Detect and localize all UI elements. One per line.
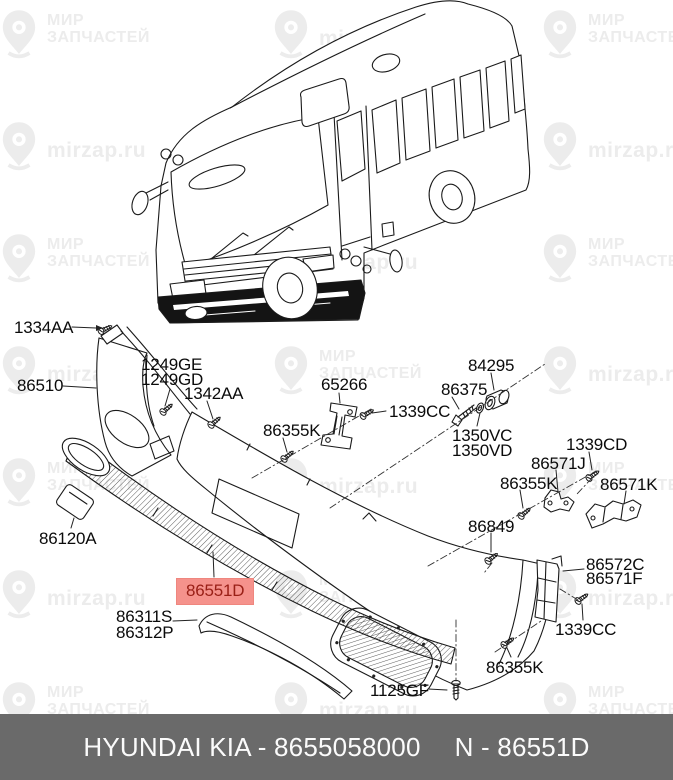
mirror-arm-left [145, 181, 169, 201]
side-window-3 [431, 78, 459, 149]
front-vent [188, 164, 246, 190]
rear-wheel [428, 170, 476, 224]
part-label-1339cc: 1339CC [389, 402, 451, 421]
footer-brand-part: HYUNDAI KIA - 8655058000 [83, 731, 421, 762]
part-label-1249gd: 1249GD [141, 370, 204, 389]
mirror-right [389, 249, 403, 273]
side-window-2 [401, 88, 431, 161]
side-window-4 [459, 69, 485, 139]
part-label-1339cc: 1339CC [555, 620, 617, 639]
bumper-exploded-view [56, 322, 642, 701]
part-label-1249ge: 1249GE [141, 355, 203, 374]
wipers [205, 226, 294, 264]
bumper-shell-86510 [96, 324, 198, 477]
side-window-1 [371, 99, 401, 174]
license-recess [211, 478, 300, 549]
door-window [336, 110, 366, 182]
bracket-65266 [320, 402, 358, 450]
part-label-84295: 84295 [468, 356, 515, 375]
part-label-86571j: 86571J [531, 454, 586, 473]
part-label-86355k: 86355K [263, 421, 321, 440]
mirror-left [131, 190, 149, 216]
part-label-86571f: 86571F [586, 569, 643, 588]
side-hatch [381, 221, 395, 238]
part-label-86571k: 86571K [600, 475, 658, 494]
roof-ridge [229, 13, 426, 109]
top-rail [120, 326, 198, 415]
part-label-1350vd: 1350VD [452, 441, 513, 460]
bolt-86375 [451, 404, 477, 427]
side-window-6 [510, 54, 526, 114]
part-label-86375: 86375 [441, 380, 488, 399]
roof-vent [371, 53, 401, 73]
door-step [341, 236, 371, 247]
marker-lamp [339, 248, 351, 260]
part-label-86849: 86849 [468, 517, 515, 536]
part-label-1342aa: 1342AA [184, 384, 244, 403]
marker-lamp [172, 154, 184, 166]
marker-lamp [350, 255, 362, 267]
front-wheel [262, 256, 318, 320]
part-label-86312p: 86312P [116, 623, 174, 642]
part-label-65266: 65266 [321, 375, 368, 394]
bumper-face-valance [176, 411, 555, 691]
part-label-86355k: 86355K [486, 658, 544, 677]
side-window-5 [485, 60, 510, 129]
footer-part-number: N - 86551D [454, 731, 590, 762]
bracket-86572c [534, 555, 563, 623]
footer-bar: HYUNDAI KIA - 8655058000 N - 86551D [0, 714, 673, 780]
part-label-86120a: 86120A [39, 529, 97, 548]
leader-lines [62, 325, 627, 691]
screw-86355k-1 [279, 447, 297, 465]
part-label-86311s: 86311S [116, 607, 173, 626]
part-label-86572c: 86572C [586, 555, 645, 574]
bracket-86571k [585, 499, 642, 529]
part-label-1350vc: 1350VC [452, 426, 513, 445]
part-label-1334aa: 1334AA [14, 318, 74, 337]
screw-1339cd [584, 467, 602, 484]
screw-1249ge [158, 400, 176, 418]
screw-1339cc-1 [358, 406, 376, 422]
part-label-86510: 86510 [17, 376, 64, 395]
roof-hatch [299, 77, 350, 128]
part-label-1125gf: 1125GF [370, 681, 429, 700]
door-pillars [333, 105, 373, 261]
part-label-86355k: 86355K [500, 474, 558, 493]
brand-emblem [184, 305, 208, 321]
bushing-84295 [484, 389, 510, 411]
marker-lamp [362, 264, 372, 274]
bus-illustration [131, 0, 531, 324]
molding-86311s [198, 613, 353, 700]
assembly-dash-lines [251, 363, 597, 682]
part-label-86551d-highlight: 86551D [176, 578, 255, 605]
screw-1339cc-2 [573, 590, 591, 607]
cover-86120a [56, 484, 94, 520]
windshield [170, 116, 329, 268]
vent-opening [149, 435, 175, 460]
part-label-1339cd: 1339CD [566, 435, 628, 454]
bezel-ring [61, 437, 111, 477]
mirror-arm-right [363, 246, 391, 255]
bolt-1125gf [451, 679, 461, 701]
bracket-86571j [543, 489, 575, 513]
marker-lamp [160, 148, 172, 160]
lamp-opening [104, 409, 150, 449]
